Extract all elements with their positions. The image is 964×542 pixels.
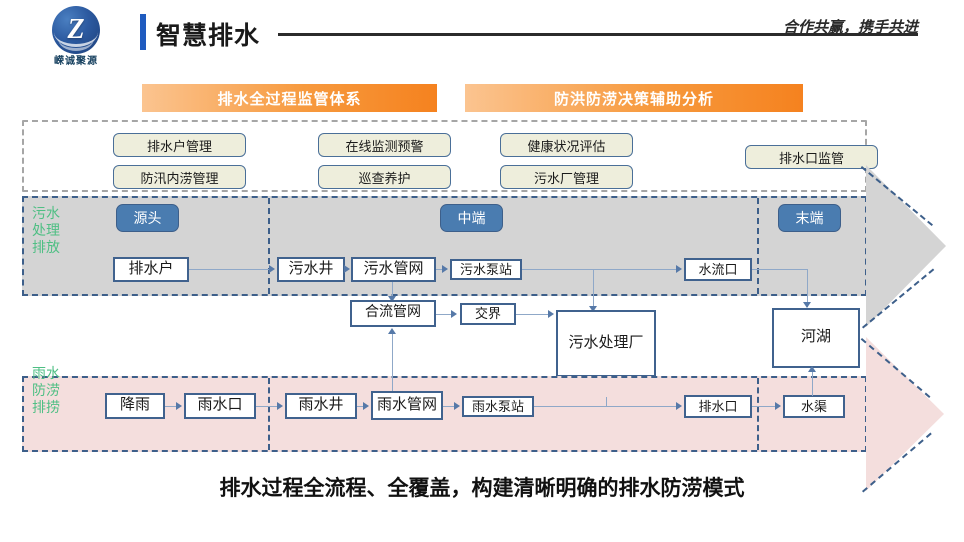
header-slogan: 合作共赢，携手共进 — [782, 19, 918, 36]
stage-badge-end: 末端 — [778, 204, 841, 232]
node-sewage-well[interactable]: 污水井 — [277, 257, 345, 282]
connector-pipe-down — [392, 282, 393, 300]
connector-well-to-rainpipe — [357, 406, 363, 407]
divider-middle-end-sewage — [757, 198, 759, 294]
connector-rain-trunk-up — [606, 397, 607, 407]
module-inspection-maintenance[interactable]: 巡查养护 — [318, 165, 451, 189]
node-canal[interactable]: 水渠 — [783, 395, 845, 418]
divider-source-middle-sewage — [268, 198, 270, 294]
logo-company-name: 嵘诚聚源 — [54, 56, 98, 67]
section-label-rain-line2: 防涝 — [32, 384, 60, 399]
connector-pump-down-to-plant — [593, 269, 594, 311]
title-divider-rule — [278, 33, 918, 36]
node-rainwater-well[interactable]: 雨水井 — [285, 393, 357, 419]
divider-source-middle-rain — [268, 378, 270, 450]
node-combined-pipe-network[interactable]: 合流管网 — [350, 300, 436, 327]
stage-badge-source: 源头 — [116, 204, 179, 232]
banner-flood-decision-analysis: 防洪防涝决策辅助分析 — [465, 84, 803, 112]
arrow-pump-down-to-plant — [589, 306, 597, 312]
connector-junction-to-plant — [516, 314, 548, 315]
connector-inlet-to-well — [256, 406, 277, 407]
connector-rainpump-to-outlet — [534, 406, 676, 407]
node-rainwater-pipe-network[interactable]: 雨水管网 — [371, 391, 443, 420]
connector-canal-up-to-river — [812, 372, 813, 396]
logo-swoosh-lower-icon — [58, 26, 94, 51]
slide-caption: 排水过程全流程、全覆盖，构建清晰明确的排水防涝模式 — [219, 477, 745, 500]
arrow-well-to-pipe — [344, 265, 350, 273]
arrow-rainpipe-up-to-combined — [388, 328, 396, 334]
node-water-outlet[interactable]: 水流口 — [684, 258, 752, 281]
connector-rainpipe-up-to-combined — [392, 334, 393, 391]
section-label-sewage: 污水 处理 排放 — [32, 206, 76, 257]
section-label-sewage-line1: 污水 — [32, 207, 60, 222]
node-drainage-user[interactable]: 排水户 — [113, 257, 189, 282]
module-flood-waterlogging-management[interactable]: 防汛内涝管理 — [113, 165, 246, 189]
connector-rainpipe-to-pump — [443, 406, 454, 407]
company-logo: Z 嵘诚聚源 — [40, 6, 112, 67]
arrow-well-to-rainpipe — [363, 402, 369, 410]
module-drainage-user-management[interactable]: 排水户管理 — [113, 133, 246, 157]
arrow-rainpump-to-outlet — [676, 402, 682, 410]
arrow-combined-to-junction — [451, 310, 457, 318]
module-sewage-plant-management[interactable]: 污水厂管理 — [500, 165, 633, 189]
arrow-outlet-to-canal — [775, 402, 781, 410]
stage-badge-middle: 中端 — [440, 204, 503, 232]
connector-pump-to-outlet — [522, 269, 676, 270]
node-sewage-pipe-network[interactable]: 污水管网 — [351, 257, 436, 282]
connector-rainfall-to-inlet — [165, 406, 176, 407]
section-label-rain-line1: 雨水 — [32, 367, 60, 382]
connector-pipe-to-pump — [436, 269, 443, 270]
connector-outlet-to-canal — [752, 406, 775, 407]
connector-combined-to-junction — [436, 314, 452, 315]
section-label-rainwater: 雨水 防涝 排捞 — [32, 366, 76, 417]
node-junction[interactable]: 交界 — [460, 303, 516, 325]
rain-band-arrowhead — [866, 337, 944, 491]
connector-outlet-right — [752, 269, 808, 270]
section-label-sewage-line3: 排放 — [32, 241, 60, 256]
arrow-outlet-down-to-river — [803, 302, 811, 308]
title-accent-bar — [140, 14, 146, 50]
banner-supervision-system: 排水全过程监管体系 — [142, 84, 437, 112]
node-rain-drainage-outlet[interactable]: 排水口 — [684, 395, 752, 418]
node-river-lake[interactable]: 河湖 — [772, 308, 860, 368]
section-label-rain-line3: 排捞 — [32, 401, 60, 416]
node-rainwater-pump-station[interactable]: 雨水泵站 — [462, 396, 534, 417]
arrow-inlet-to-well — [277, 402, 283, 410]
node-sewage-pump-station[interactable]: 污水泵站 — [450, 259, 522, 280]
module-online-monitoring-alert[interactable]: 在线监测预警 — [318, 133, 451, 157]
arrow-rainpipe-to-pump — [454, 402, 460, 410]
page-title: 智慧排水 — [156, 22, 261, 50]
arrow-pump-to-outlet — [676, 265, 682, 273]
node-sewage-treatment-plant[interactable]: 污水处理厂 — [556, 310, 656, 377]
module-outfall-supervision[interactable]: 排水口监管 — [745, 145, 878, 169]
arrow-pipe-down — [388, 296, 396, 302]
arrow-pipe-to-pump — [442, 265, 448, 273]
section-label-sewage-line2: 处理 — [32, 224, 60, 239]
connector-user-to-well — [189, 269, 270, 270]
divider-middle-end-rain — [757, 378, 759, 450]
arrow-junction-to-plant — [548, 310, 554, 318]
module-health-assessment[interactable]: 健康状况评估 — [500, 133, 633, 157]
connector-outlet-down-to-river — [807, 269, 808, 307]
node-rainwater-inlet[interactable]: 雨水口 — [184, 393, 256, 419]
sewage-band-arrowhead — [866, 165, 946, 327]
arrow-canal-up-to-river — [808, 366, 816, 372]
arrow-rainfall-to-inlet — [176, 402, 182, 410]
arrow-user-to-well — [269, 265, 275, 273]
node-rainfall[interactable]: 降雨 — [105, 393, 165, 419]
